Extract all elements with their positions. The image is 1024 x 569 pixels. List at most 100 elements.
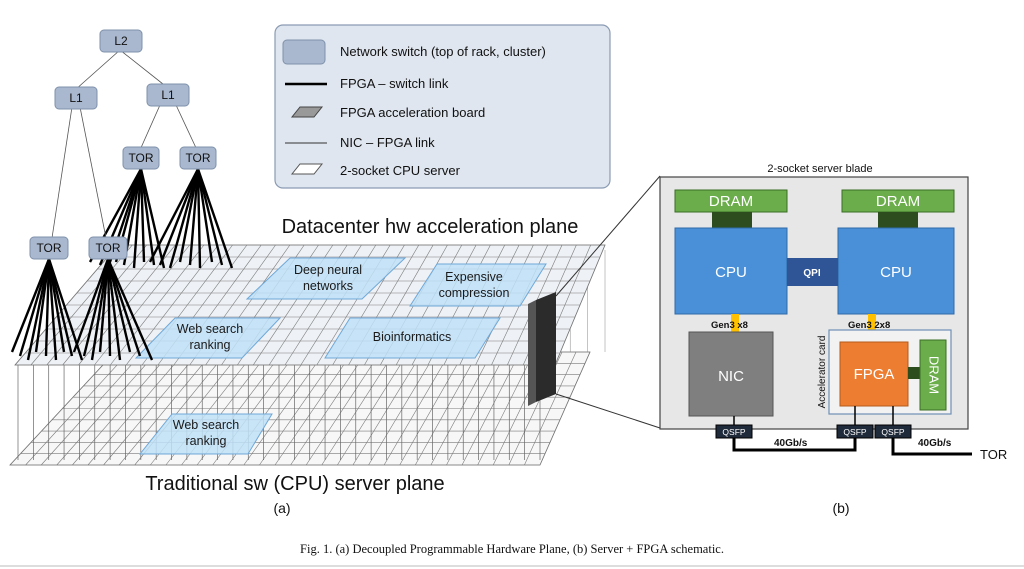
cpu-left [674,227,788,315]
legend-fpga-board-icon [290,106,324,118]
nic-fpga-cable [732,438,857,452]
gen3-2x8-link [868,314,876,342]
switch-l1-right: L1 [146,83,190,107]
legend: Network switch (top of rack, cluster) FP… [274,24,611,189]
accelerator-card-label: Accelerator card [817,336,828,409]
fpga-switch-link [188,168,200,266]
blade-title: 2-socket server blade [767,163,872,175]
switch-tor-1-label: TOR [128,151,153,165]
qpi-label: QPI [803,268,820,279]
nic [688,331,774,417]
switch-tor-4: TOR [88,236,128,260]
fpga-switch-link [47,258,58,361]
region-deep-neural-line2: networks [303,279,353,293]
legend-box [274,24,611,189]
fpga-switch-link [196,168,224,266]
switch-l2-label: L2 [114,34,128,48]
panel-a-letter: (a) [273,500,290,516]
tor-label: TOR [980,447,1007,462]
switch-l2: L2 [99,29,143,53]
switch-tree-links [51,49,198,239]
fpga-switch-link [34,258,51,353]
gen3-2x8-label: Gen3 2x8 [848,320,890,331]
region-bioinformatics [324,317,501,359]
fpga-switch-link [168,168,200,269]
fpga-label: FPGA [854,366,895,383]
region-expensive-line1: Expensive [445,270,503,284]
switch-tor-3-label: TOR [36,241,61,255]
dram-right-label: DRAM [876,193,920,210]
qsfp-fpga-2-label: QSFP [881,427,904,437]
sw-plane-title: Traditional sw (CPU) server plane [145,473,444,495]
legend-nic-fpga-link: NIC – FPGA link [340,135,435,150]
fpga-switch-link [196,168,214,263]
switch-l1-left: L1 [54,86,98,110]
region-web-search-lower [138,413,273,455]
fpga-switch-link [139,168,166,269]
qsfp-fpga-1-label: QSFP [843,427,866,437]
nic-label: NIC [718,368,744,385]
fpga-switch-link [72,258,110,353]
qsfp-nic [715,424,753,439]
region-web-search-line2: ranking [190,338,231,352]
dram-left-label: DRAM [709,193,753,210]
region-web-search-line1: Web search [177,322,244,336]
qsfp-fpga-2 [874,424,912,439]
region-expensive-line2: compression [439,286,510,300]
hw-plane-title: Datacenter hw acceleration plane [282,216,579,238]
legend-cpu-server-icon [290,163,324,175]
speed-label-2: 40Gb/s [918,438,952,449]
legend-network-switch: Network switch (top of rack, cluster) [340,44,546,59]
fpga-switch-link [18,258,51,357]
region-bioinformatics-label: Bioinformatics [373,330,452,344]
zoom-line-top [555,175,661,297]
legend-switch-icon [282,39,326,65]
region-deep-neural [245,257,407,300]
fpga-switch-link [82,258,110,357]
fpga-switch-link [196,168,234,269]
zoom-line-bottom [555,393,661,429]
qsfp-fpga-1 [836,424,874,439]
gen3-x8-link [731,314,739,332]
fpga-switch-link [106,258,142,357]
fpga-switch-link [106,258,154,361]
fpga-switch-link [178,168,200,263]
rack-column [536,292,556,402]
panel-b-letter: (b) [832,500,849,516]
fpga-switch-link [47,258,74,357]
speed-label-1: 40Gb/s [774,438,808,449]
region-web-search [134,317,282,359]
cpu-right [837,227,955,315]
fpga-switch-link [106,258,132,353]
fpga-switch-link [139,168,156,266]
fpga-switch-link [106,258,112,357]
fpga-switch-link [98,258,110,353]
figure-caption: Fig. 1. (a) Decoupled Programmable Hardw… [300,542,724,556]
cpu-right-label: CPU [880,264,912,281]
fpga-switch-link [90,258,110,361]
qpi-link [787,258,838,286]
fpga-switch-link [132,168,143,269]
fpga-switch-link [44,258,51,357]
switch-l1-right-label: L1 [161,88,175,102]
legend-fpga-board: FPGA acceleration board [340,105,485,120]
region-expensive-compression [409,263,547,307]
switch-tor-4-label: TOR [95,241,120,255]
qsfp-nic-label: QSFP [722,427,745,437]
fpga-switch-link [148,168,200,263]
switch-l1-left-label: L1 [69,91,83,105]
switch-tor-3: TOR [29,236,69,260]
fpga-switch-link [139,168,146,263]
sw-plane-grid [9,351,591,466]
fpga-tor-cable [891,438,972,456]
switch-tor-2-label: TOR [185,151,210,165]
panel-b: 2-socket server blade DRAM DRAM CPU CPU … [659,163,1007,516]
fpga-switch-link [158,168,200,266]
region-web-search-lower-line2: ranking [186,434,227,448]
fpga-switch-link [106,258,122,361]
switch-tor-1: TOR [122,146,160,170]
gen3-x8-label: Gen3 x8 [711,320,748,331]
switch-tor-2: TOR [179,146,217,170]
dram-fpga-label: DRAM [927,356,942,394]
